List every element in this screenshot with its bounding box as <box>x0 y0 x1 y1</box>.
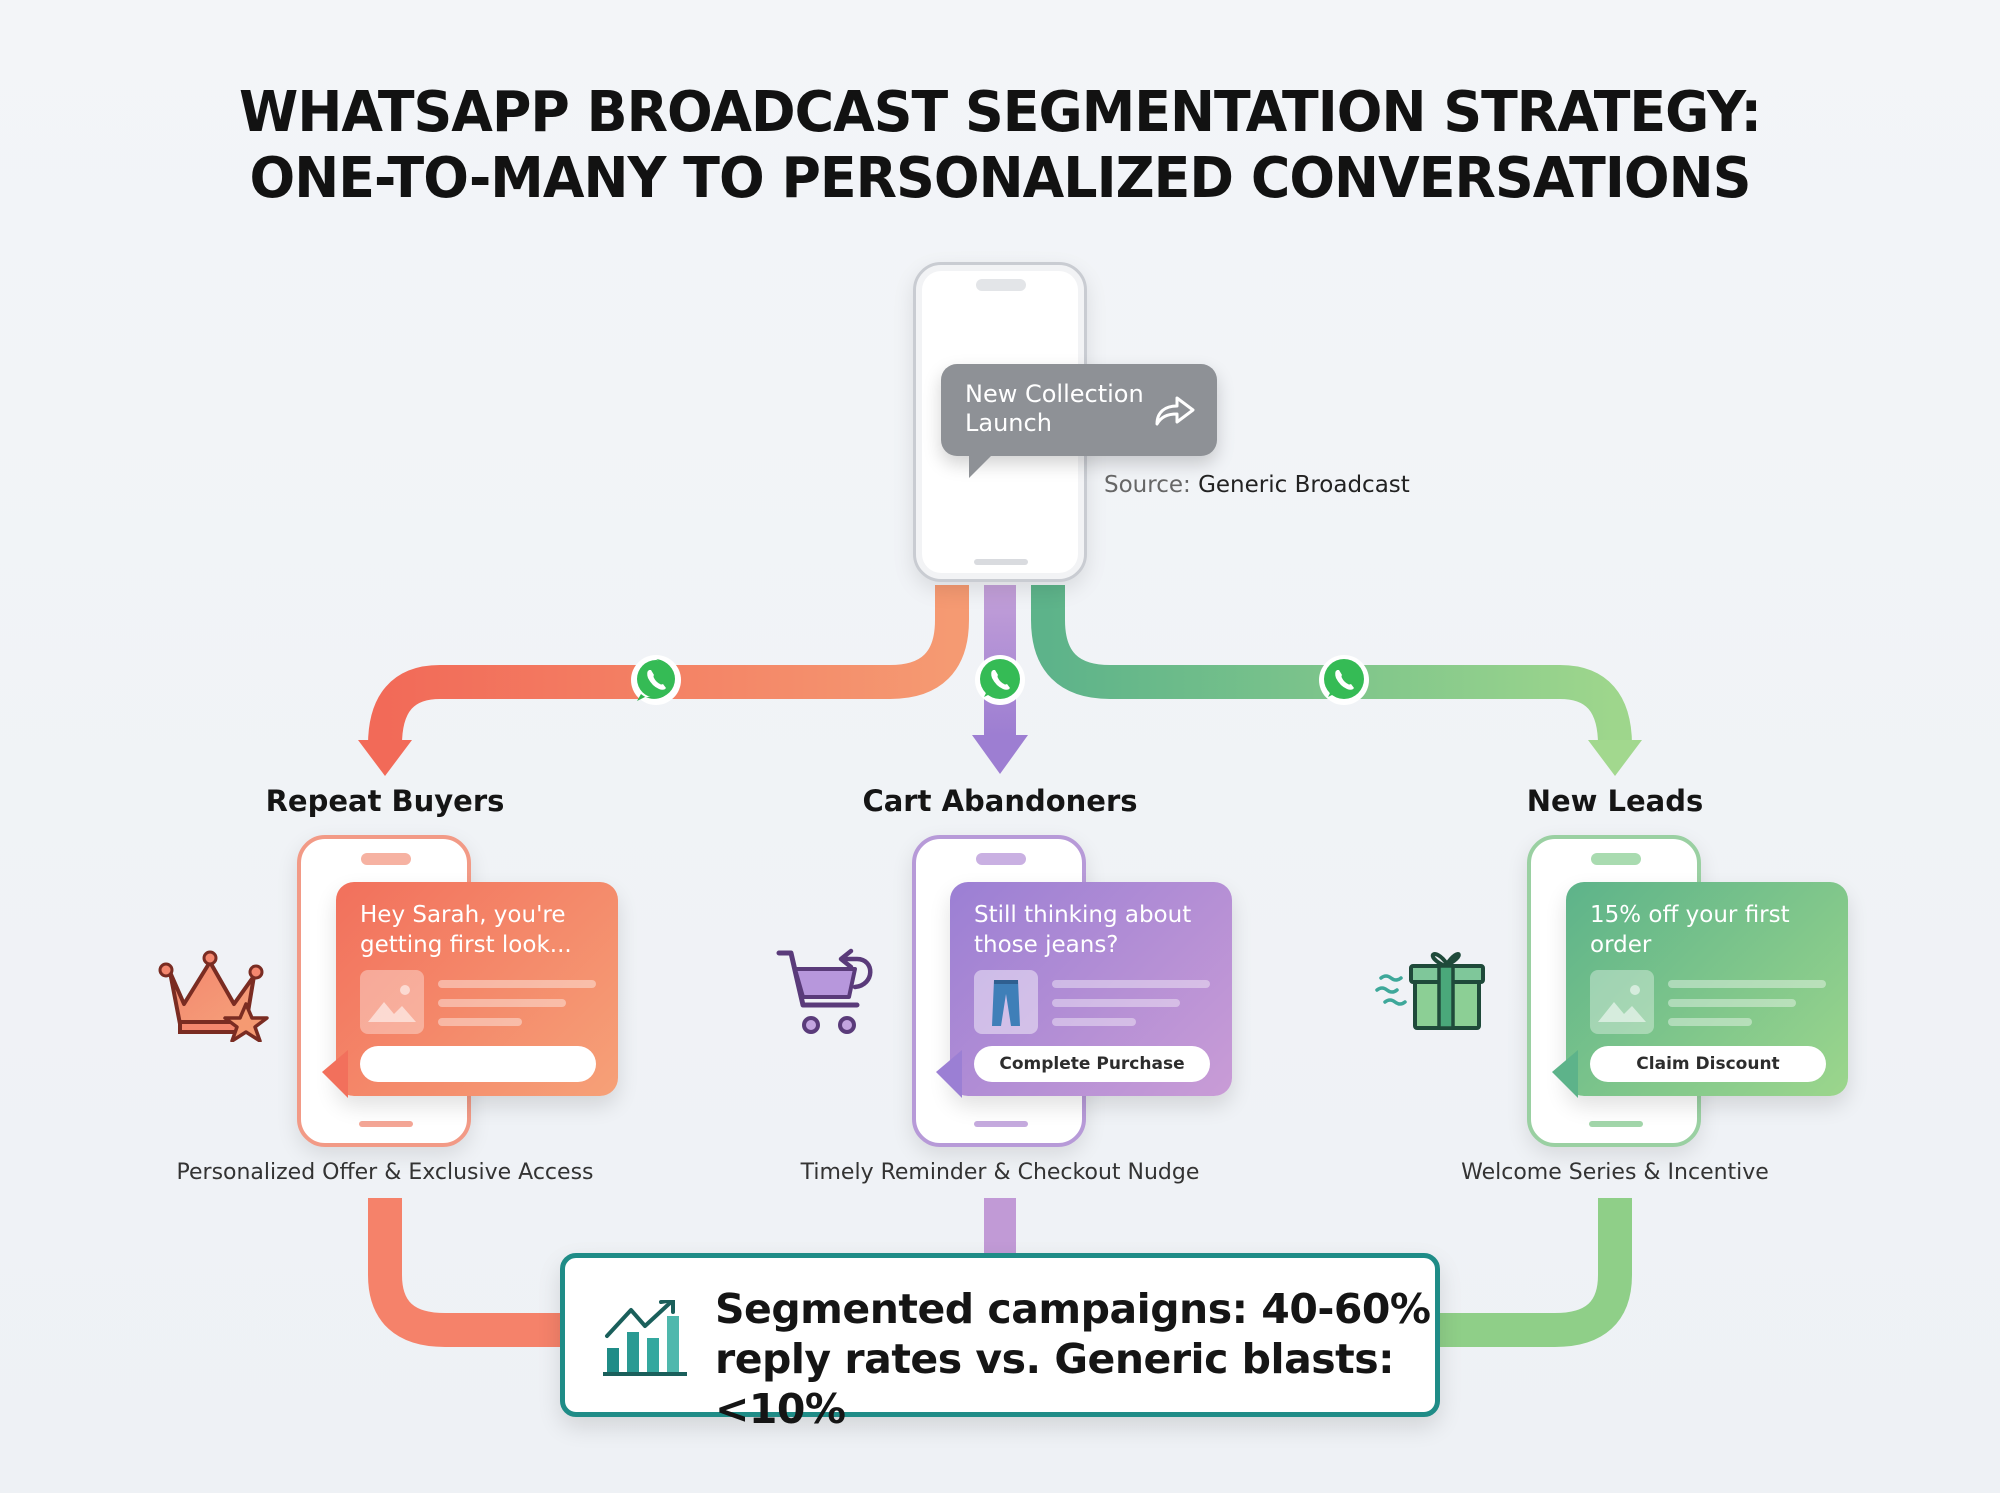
whatsapp-icon <box>975 655 1025 705</box>
green-branch <box>1031 585 1632 746</box>
green-bottom-connector <box>1435 1198 1632 1347</box>
broadcast-message-text: New Collection Launch <box>965 380 1155 438</box>
phone-home-bar <box>974 1121 1028 1127</box>
image-placeholder-icon <box>360 970 424 1034</box>
segment-title-new-leads: New Leads <box>1526 784 1704 818</box>
green-arrowhead <box>1588 740 1642 776</box>
stat-line-2: reply rates vs. Generic blasts: <10% <box>715 1335 1395 1433</box>
whatsapp-icon <box>631 655 681 705</box>
claim-discount-button[interactable]: Claim Discount <box>1590 1046 1826 1082</box>
broadcast-message-line-2: Launch <box>965 409 1052 437</box>
jeans-icon <box>974 970 1038 1034</box>
complete-purchase-button[interactable]: Complete Purchase <box>974 1046 1210 1082</box>
phone-notch <box>1591 853 1641 865</box>
phone-home-bar <box>1589 1121 1643 1127</box>
message-line-2: order <box>1590 932 1652 958</box>
segment-caption-repeat-buyers: Personalized Offer & Exclusive Access <box>176 1160 594 1185</box>
broadcast-message-line-1: New Collection <box>965 380 1144 408</box>
bubble-tail <box>936 1050 962 1098</box>
cart-abandoners-message-card: Still thinking about those jeans? Comple… <box>936 882 1232 1098</box>
message-line-2: those jeans? <box>974 932 1119 958</box>
cart-abandoners-message-text: Still thinking about those jeans? <box>974 900 1214 960</box>
broadcast-message-bubble: New Collection Launch <box>941 364 1217 478</box>
message-line-1: 15% off your first <box>1590 902 1790 928</box>
bubble-tail <box>969 452 995 478</box>
text-placeholder-line <box>438 1018 522 1026</box>
page-title-line-1: WHATSAPP BROADCAST SEGMENTATION STRATEGY… <box>238 80 1762 145</box>
image-placeholder-icon <box>1590 970 1654 1034</box>
orange-arrowhead <box>358 740 412 776</box>
segment-title-cart-abandoners: Cart Abandoners <box>862 784 1138 818</box>
text-placeholder-line <box>1052 980 1210 988</box>
stat-text: Segmented campaigns: 40-60% reply rates … <box>715 1284 1435 1434</box>
message-line-1: Still thinking about <box>974 902 1192 928</box>
share-forward-icon <box>1155 396 1195 426</box>
bubble-tail <box>1552 1050 1578 1098</box>
segment-caption-new-leads: Welcome Series & Incentive <box>1461 1160 1769 1185</box>
orange-branch <box>368 585 969 746</box>
phone-notch <box>976 279 1026 291</box>
repeat-buyers-message-card: Hey Sarah, you're getting first look... <box>322 882 618 1098</box>
segment-title-repeat-buyers: Repeat Buyers <box>265 784 505 818</box>
message-line-1: Hey Sarah, you're <box>360 902 566 928</box>
text-placeholder-line <box>1052 999 1180 1007</box>
gift-icon <box>1375 952 1485 1030</box>
whatsapp-icon <box>1319 655 1369 705</box>
segment-caption-cart-abandoners: Timely Reminder & Checkout Nudge <box>800 1160 1200 1185</box>
page-title-line-2: ONE-TO-MANY TO PERSONALIZED CONVERSATION… <box>249 146 1752 211</box>
phone-notch <box>361 853 411 865</box>
growth-chart-icon <box>603 1300 687 1376</box>
stat-line-1: Segmented campaigns: 40-60% <box>715 1285 1431 1333</box>
orange-bottom-connector <box>368 1198 565 1347</box>
text-placeholder-line <box>1052 1018 1136 1026</box>
crown-star-icon <box>158 950 269 1042</box>
source-caption: Source: Generic Broadcast <box>1104 472 1410 498</box>
repeat-buyers-cta-button[interactable] <box>360 1046 596 1082</box>
cart-return-icon <box>776 948 873 1034</box>
source-value: Generic Broadcast <box>1198 472 1410 498</box>
phone-home-bar <box>359 1121 413 1127</box>
source-label: Source: <box>1104 472 1191 498</box>
new-leads-message-card: 15% off your first order Claim Discount <box>1552 882 1848 1098</box>
phone-home-bar <box>974 559 1028 565</box>
purple-bottom-connector <box>984 1198 1016 1256</box>
text-placeholder-line <box>1668 999 1796 1007</box>
text-placeholder-line <box>1668 980 1826 988</box>
purple-arrowhead <box>972 735 1028 774</box>
phone-notch <box>976 853 1026 865</box>
text-placeholder-line <box>1668 1018 1752 1026</box>
text-placeholder-line <box>438 999 566 1007</box>
text-placeholder-line <box>438 980 596 988</box>
reply-rate-stat-box: Segmented campaigns: 40-60% reply rates … <box>560 1253 1440 1433</box>
repeat-buyers-message-text: Hey Sarah, you're getting first look... <box>360 900 600 960</box>
new-leads-message-text: 15% off your first order <box>1590 900 1830 960</box>
bubble-tail <box>322 1050 348 1098</box>
message-line-2: getting first look... <box>360 932 572 958</box>
